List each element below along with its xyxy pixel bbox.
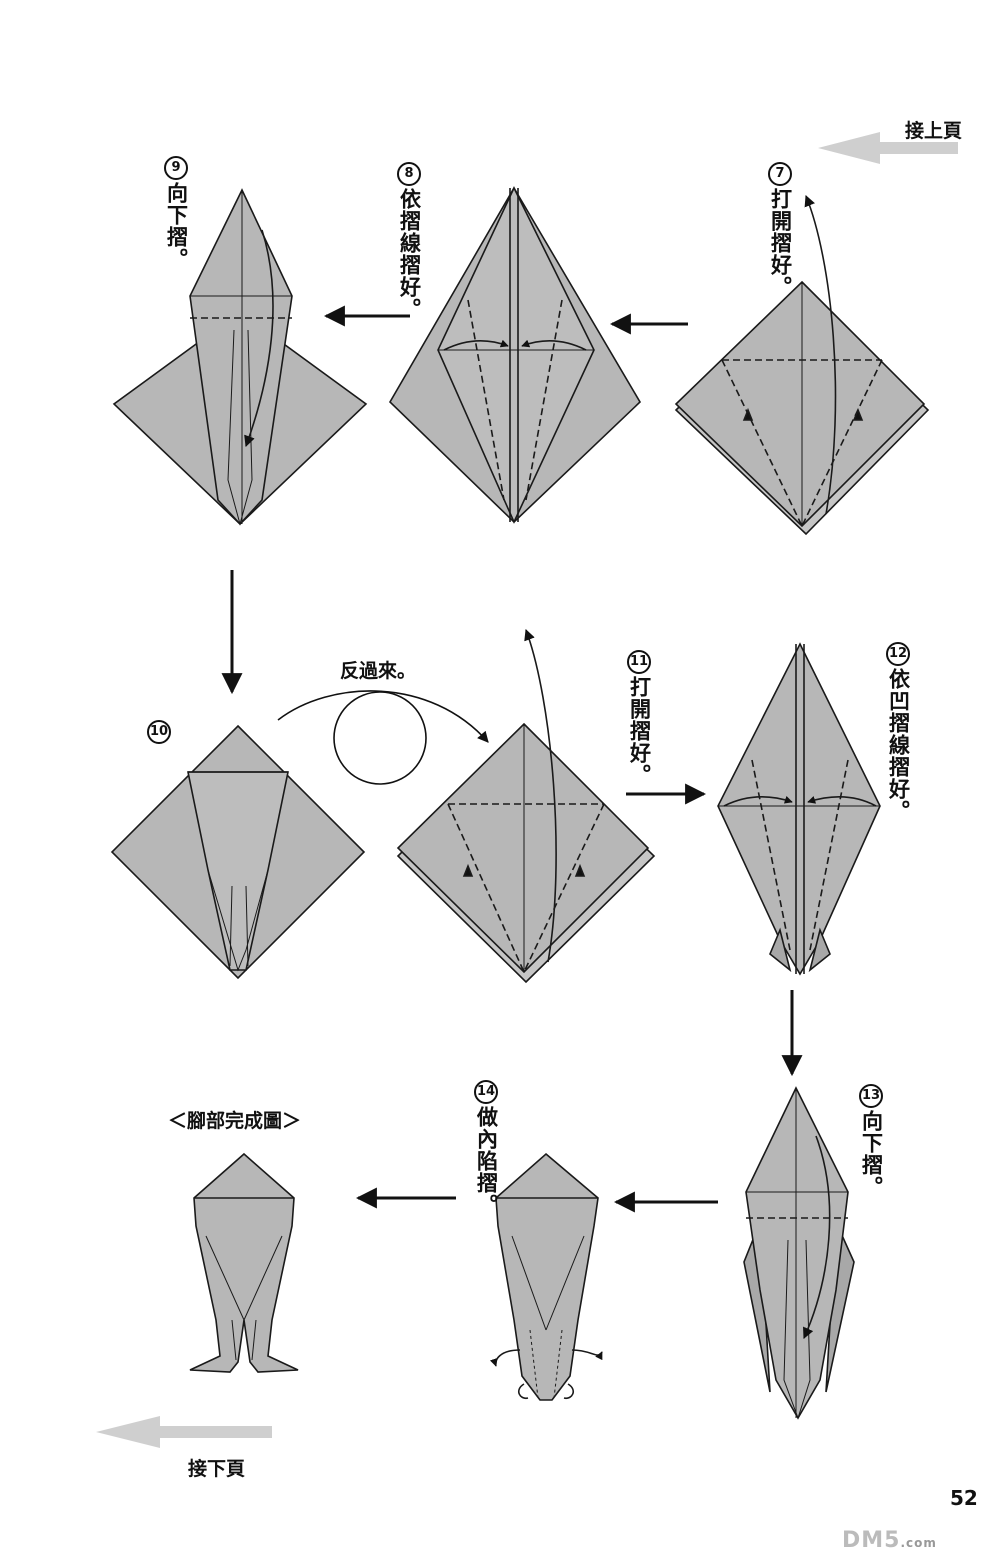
- continue-from-prev-label: 接上頁: [905, 120, 963, 142]
- step12-diagram: [717, 642, 881, 976]
- step13-label: 13 向下摺。: [858, 1084, 884, 1198]
- page-number: 52: [950, 1486, 978, 1510]
- step8-number: 8: [397, 162, 421, 186]
- flip-over-symbol: [277, 690, 489, 785]
- step13-text: 向下摺。: [859, 1110, 884, 1198]
- step9-label: 9 向下摺。: [163, 156, 189, 270]
- step10-label: 10: [146, 720, 172, 746]
- step11-text: 打開摺好。: [627, 676, 652, 786]
- flip-over-label: 反過來。: [340, 660, 417, 682]
- step10-diagram: [110, 724, 366, 980]
- step13-number: 13: [859, 1084, 883, 1108]
- prev-page-arrow: [818, 132, 958, 164]
- step14-label: 14 做內陷摺。: [473, 1080, 499, 1216]
- step11-number: 11: [627, 650, 651, 674]
- watermark-main: DM5: [842, 1528, 901, 1553]
- step9-number: 9: [164, 156, 188, 180]
- step14-number: 14: [474, 1080, 498, 1104]
- step13-diagram: [743, 1086, 855, 1420]
- continue-to-next-label: 接下頁: [188, 1458, 246, 1480]
- step14-diagram: [489, 1152, 603, 1401]
- step9-text: 向下摺。: [164, 182, 189, 270]
- step7-number: 7: [768, 162, 792, 186]
- step7-label: 7 打開摺好。: [767, 162, 793, 298]
- step11-label: 11 打開摺好。: [626, 650, 652, 786]
- finished-leg-label: ＜腳部完成圖＞: [168, 1110, 302, 1132]
- step8-text: 依摺線摺好。: [397, 188, 422, 320]
- step8-label: 8 依摺線摺好。: [396, 162, 422, 320]
- watermark-logo: DM5.com: [842, 1528, 937, 1553]
- step14-text: 做內陷摺。: [474, 1106, 499, 1216]
- step7-diagram: [674, 194, 930, 536]
- step10-number: 10: [147, 720, 171, 744]
- step12-number: 12: [886, 642, 910, 666]
- finished-leg-diagram: [189, 1152, 299, 1373]
- watermark-suffix: .com: [900, 1536, 937, 1550]
- step7-text: 打開摺好。: [768, 188, 793, 298]
- step9-diagram: [112, 188, 368, 526]
- step11-diagram: [396, 628, 656, 984]
- step8-diagram: [388, 186, 642, 524]
- step12-label: 12 依凹摺線摺好。: [885, 642, 911, 822]
- step12-text: 依凹摺線摺好。: [886, 668, 911, 822]
- next-page-arrow: [96, 1416, 272, 1448]
